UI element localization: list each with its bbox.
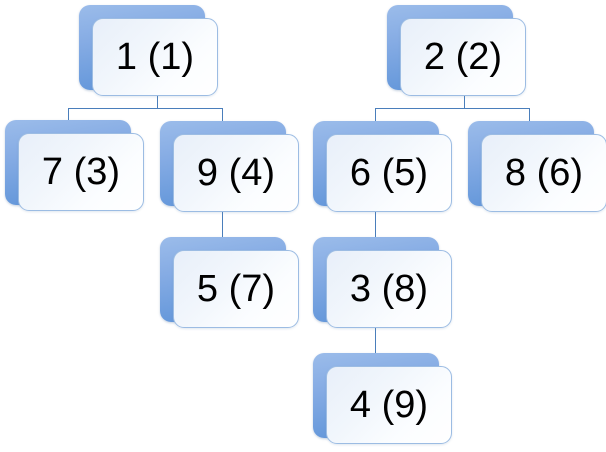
connector-n1-bar [68, 108, 223, 109]
node-card[interactable]: 8 (6) [481, 134, 606, 212]
connector-n1-to-n9 [222, 108, 223, 123]
connector-n2-stem [464, 95, 465, 109]
connector-n6-to-n3 [375, 212, 376, 238]
connector-n2-to-n6 [375, 108, 376, 122]
node-label: 6 (5) [349, 152, 429, 194]
connector-n9-to-n5 [222, 212, 223, 238]
node-card[interactable]: 5 (7) [173, 250, 299, 328]
node-label: 9 (4) [196, 152, 276, 194]
node-card[interactable]: 9 (4) [173, 134, 299, 212]
node-card[interactable]: 6 (5) [326, 134, 452, 212]
node-card[interactable]: 2 (2) [400, 18, 526, 96]
connector-n1-to-n7 [68, 108, 69, 122]
connector-n2-to-n8 [529, 108, 530, 122]
node-label: 3 (8) [349, 268, 429, 310]
node-card[interactable]: 4 (9) [326, 366, 452, 444]
connector-n3-to-n4 [375, 328, 376, 354]
node-label: 2 (2) [423, 36, 503, 78]
node-label: 8 (6) [504, 152, 584, 194]
node-label: 1 (1) [115, 36, 195, 78]
node-card[interactable]: 7 (3) [18, 133, 144, 211]
node-label: 5 (7) [196, 268, 276, 310]
node-label: 4 (9) [349, 384, 429, 426]
connector-n2-bar [375, 108, 530, 109]
node-card[interactable]: 3 (8) [326, 250, 452, 328]
node-label: 7 (3) [41, 151, 121, 193]
node-card[interactable]: 1 (1) [92, 18, 218, 96]
connector-n1-stem [157, 95, 158, 109]
